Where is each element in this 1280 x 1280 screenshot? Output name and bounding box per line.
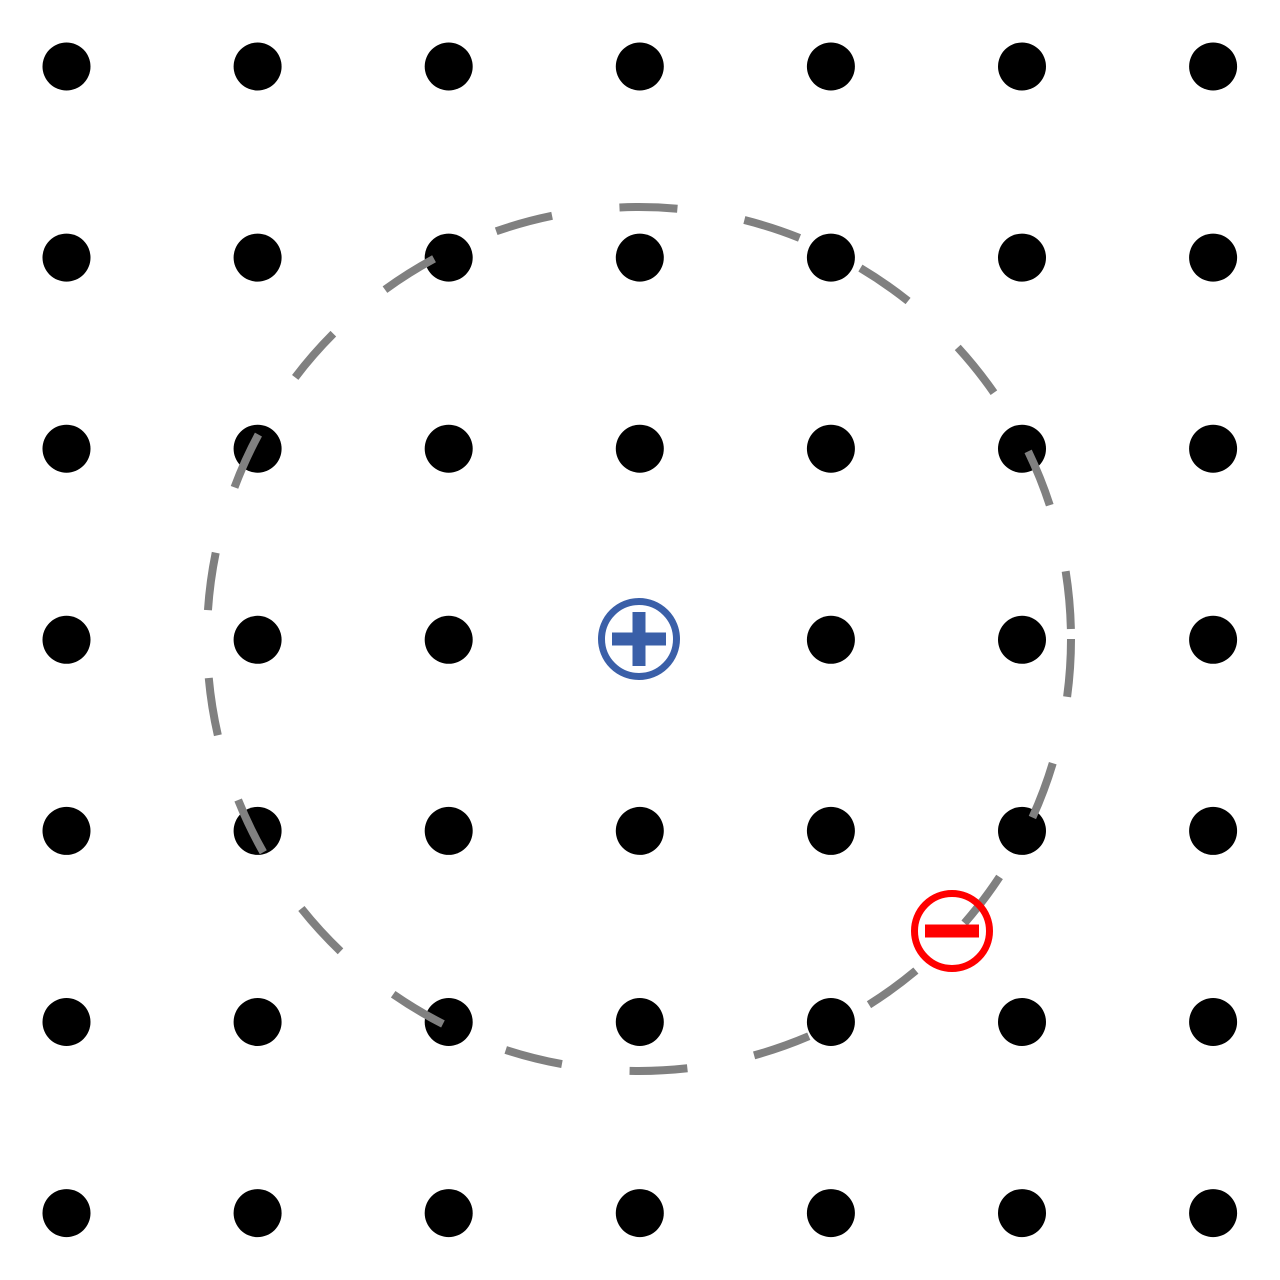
lattice-point <box>42 1189 91 1238</box>
lattice-point <box>42 424 91 473</box>
lattice-point <box>424 1189 473 1238</box>
lattice-point <box>233 615 282 664</box>
positive-charge <box>598 598 680 680</box>
plus-vertical-bar <box>632 612 646 666</box>
lattice-point <box>42 42 91 91</box>
lattice-point <box>806 998 855 1046</box>
lattice-point <box>1189 42 1238 91</box>
lattice-point <box>998 806 1046 855</box>
lattice-point <box>233 42 282 91</box>
lattice-point <box>42 806 91 855</box>
lattice-point <box>1189 233 1238 282</box>
negative-charge <box>911 890 993 972</box>
lattice-point <box>1189 424 1238 473</box>
lattice-point <box>806 1189 855 1238</box>
lattice-point <box>424 42 473 91</box>
lattice-point <box>233 233 282 282</box>
lattice-point <box>233 998 282 1046</box>
minus-charge-icon <box>911 890 993 972</box>
lattice-point <box>1189 1189 1238 1238</box>
lattice-point <box>998 233 1046 282</box>
lattice-point <box>806 615 855 664</box>
lattice-point <box>806 233 855 282</box>
lattice-point <box>998 1189 1046 1238</box>
lattice-point <box>615 1189 664 1238</box>
lattice-point <box>615 806 664 855</box>
lattice-point <box>42 998 91 1046</box>
lattice-point <box>998 42 1046 91</box>
lattice-point <box>1189 806 1238 855</box>
lattice-point <box>424 998 473 1046</box>
lattice-point <box>1189 615 1238 664</box>
lattice-point <box>998 615 1046 664</box>
lattice-point <box>42 615 91 664</box>
lattice-point <box>424 615 473 664</box>
dashed-orbit-circle <box>203 203 1075 1075</box>
lattice-point <box>806 806 855 855</box>
lattice-point <box>424 233 473 282</box>
lattice-points <box>42 42 1238 1238</box>
lattice-point <box>233 1189 282 1238</box>
lattice-point <box>615 998 664 1046</box>
lattice-point <box>806 42 855 91</box>
minus-bar <box>925 924 979 938</box>
lattice-point <box>615 424 664 473</box>
lattice-point <box>424 424 473 473</box>
lattice-point <box>806 424 855 473</box>
lattice-point <box>998 998 1046 1046</box>
lattice-point <box>615 42 664 91</box>
lattice-point <box>424 806 473 855</box>
lattice-point <box>615 233 664 282</box>
lattice-point <box>1189 998 1238 1046</box>
lattice-point <box>42 233 91 282</box>
